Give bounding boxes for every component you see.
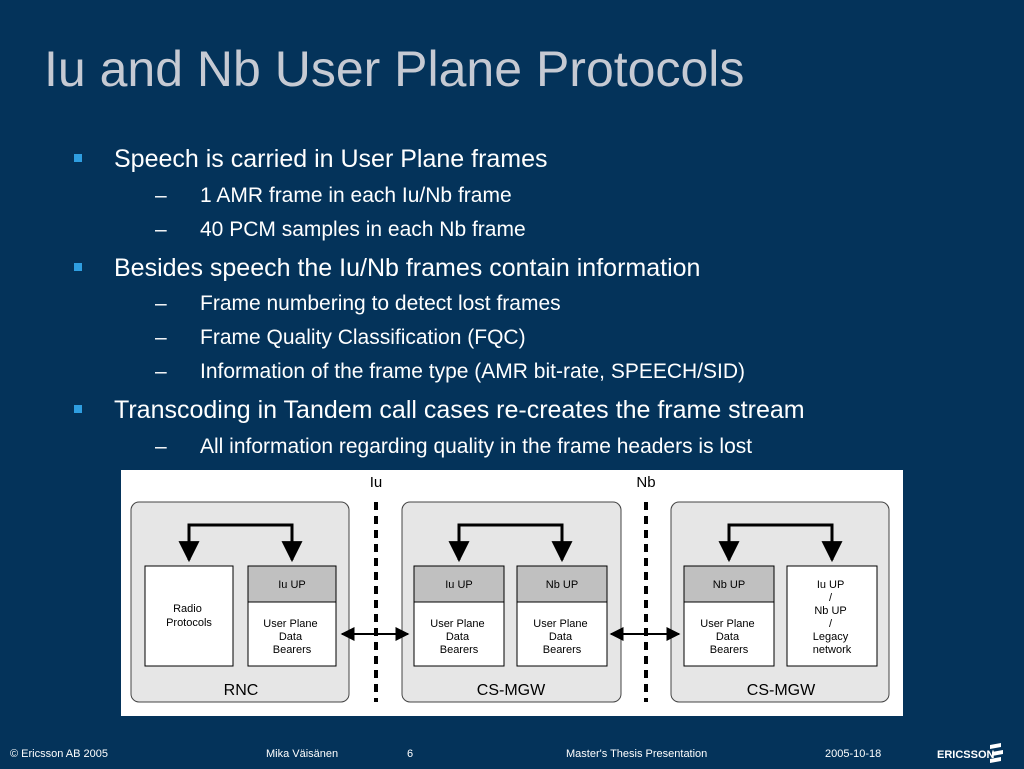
sub-bullet-1-2-text: 40 PCM samples in each Nb frame (200, 218, 526, 241)
mgw1-iu-up-label: Iu UP (445, 579, 473, 591)
dash-icon: – (155, 218, 167, 241)
bullet-square-icon (74, 154, 82, 162)
mgw2-nb-up-header (683, 565, 775, 603)
protocol-diagram-svg: Iu Nb Radio Protocols Iu UP User Plane D… (130, 474, 890, 703)
sub-bullet-2-1-text: Frame numbering to detect lost frames (200, 292, 561, 315)
nb-interface-label: Nb (636, 474, 655, 491)
sub-bullet-2-1: – Frame numbering to detect lost frames (155, 292, 561, 316)
sub-bullet-2-2: – Frame Quality Classification (FQC) (155, 326, 526, 350)
sub-bullet-2-3-text: Information of the frame type (AMR bit-r… (200, 360, 746, 383)
legacy-network-box (786, 565, 878, 667)
bullet-2-text: Besides speech the Iu/Nb frames contain … (114, 254, 701, 282)
bullet-3-text: Transcoding in Tandem call cases re-crea… (114, 396, 805, 424)
footer-page-number: 6 (407, 748, 414, 760)
mgw1-left-data-bearers-label: User Plane Data Bearers (430, 618, 487, 656)
radio-protocols-box (144, 565, 234, 667)
rnc-iu-up-label: Iu UP (278, 579, 306, 591)
sub-bullet-1-2: – 40 PCM samples in each Nb frame (155, 218, 526, 242)
protocol-diagram: Iu Nb Radio Protocols Iu UP User Plane D… (121, 470, 903, 716)
bullet-1: Speech is carried in User Plane frames (74, 145, 548, 174)
sub-bullet-3-1: – All information regarding quality in t… (155, 435, 753, 459)
mgw1-internal-arrow (448, 523, 573, 563)
bullet-square-icon (74, 263, 82, 271)
legacy-network-label: Iu UP / Nb UP / Legacy network (813, 579, 852, 656)
bullet-1-text: Speech is carried in User Plane frames (114, 145, 548, 173)
mgw1-iu-up-header (413, 565, 505, 603)
mgw2-data-bearers-box (683, 601, 775, 667)
ericsson-logo: ERICSSON (935, 742, 1015, 769)
mgw1-right-data-bearers-box (516, 601, 608, 667)
ericsson-logo-icon (990, 743, 1003, 763)
footer: © Ericsson AB 2005 Mika Väisänen 6 Maste… (0, 742, 1024, 768)
bullet-square-icon (74, 405, 82, 413)
rnc-data-bearers-box (247, 601, 337, 667)
rnc-internal-arrow (178, 523, 303, 563)
sub-bullet-2-3: – Information of the frame type (AMR bit… (155, 360, 746, 384)
sub-bullet-2-2-text: Frame Quality Classification (FQC) (200, 326, 526, 349)
mgw2-internal-arrow (718, 523, 843, 563)
dash-icon: – (155, 184, 167, 207)
dash-icon: – (155, 292, 167, 315)
rnc-iu-up-header (247, 565, 337, 603)
cs-mgw-2-node-label: CS-MGW (747, 682, 816, 699)
mgw1-right-data-bearers-label: User Plane Data Bearers (533, 618, 590, 656)
footer-author: Mika Väisänen (266, 748, 339, 760)
bullet-3: Transcoding in Tandem call cases re-crea… (74, 396, 805, 425)
mgw1-nb-up-label: Nb UP (546, 579, 578, 591)
dash-icon: – (155, 326, 167, 349)
sub-bullet-1-1-text: 1 AMR frame in each Iu/Nb frame (200, 184, 512, 207)
sub-bullet-1-1: – 1 AMR frame in each Iu/Nb frame (155, 184, 512, 208)
dash-icon: – (155, 435, 167, 458)
rnc-data-bearers-label: User Plane Data Bearers (263, 618, 320, 656)
dash-icon: – (155, 360, 167, 383)
radio-protocols-label: Radio Protocols (166, 603, 212, 629)
footer-date: 2005-10-18 (825, 748, 882, 760)
footer-copyright: © Ericsson AB 2005 (10, 748, 108, 760)
slide-title: Iu and Nb User Plane Protocols (44, 41, 745, 97)
footer-presentation: Master's Thesis Presentation (566, 748, 708, 760)
iu-interface-label: Iu (370, 474, 383, 491)
ericsson-logo-text: ERICSSON (937, 749, 995, 761)
cs-mgw-1-node-label: CS-MGW (477, 682, 546, 699)
mgw2-nb-up-label: Nb UP (713, 579, 745, 591)
bullet-2: Besides speech the Iu/Nb frames contain … (74, 254, 701, 283)
sub-bullet-3-1-text: All information regarding quality in the… (200, 435, 753, 458)
mgw1-left-data-bearers-box (413, 601, 505, 667)
rnc-node-label: RNC (224, 682, 259, 699)
mgw2-data-bearers-label: User Plane Data Bearers (700, 618, 757, 656)
